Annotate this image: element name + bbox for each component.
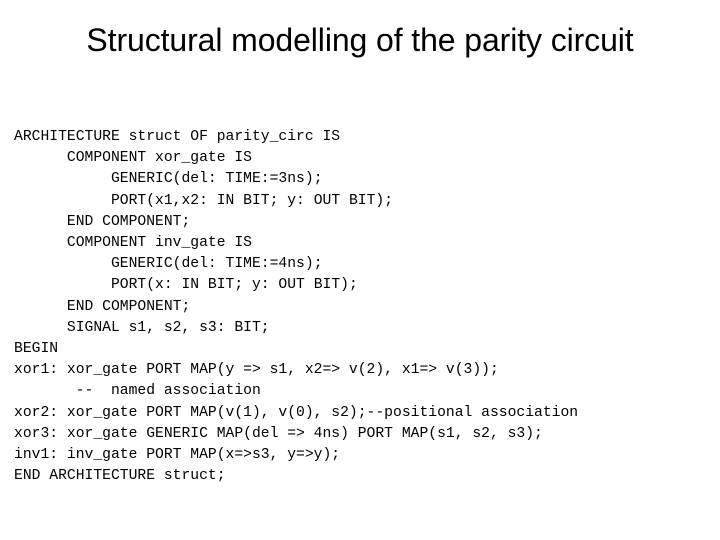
code-line: xor1: xor_gate PORT MAP(y => s1, x2=> v(… (14, 362, 499, 379)
code-line: xor2: xor_gate PORT MAP(v(1), v(0), s2);… (14, 404, 579, 421)
vhdl-code-block: ARCHITECTURE struct OF parity_circ IS CO… (14, 127, 714, 487)
code-line: END COMPONENT; (14, 298, 191, 315)
code-line: END COMPONENT; (14, 213, 191, 230)
code-line: inv1: inv_gate PORT MAP(x=>s3, y=>y); (14, 447, 341, 464)
code-line: GENERIC(del: TIME:=3ns); (14, 171, 323, 188)
code-line: SIGNAL s1, s2, s3: BIT; (14, 319, 270, 336)
code-line: xor3: xor_gate GENERIC MAP(del => 4ns) P… (14, 425, 543, 442)
code-line: -- named association (14, 383, 261, 400)
code-line: END ARCHITECTURE struct; (14, 468, 226, 485)
code-line: COMPONENT xor_gate IS (14, 150, 252, 167)
code-line: COMPONENT inv_gate IS (14, 235, 252, 252)
code-line: GENERIC(del: TIME:=4ns); (14, 256, 323, 273)
code-line: ARCHITECTURE struct OF parity_circ IS (14, 129, 341, 145)
code-line: PORT(x: IN BIT; y: OUT BIT); (14, 277, 358, 294)
page-title: Structural modelling of the parity circu… (86, 22, 634, 58)
code-line: BEGIN (14, 341, 59, 358)
code-line: PORT(x1,x2: IN BIT; y: OUT BIT); (14, 192, 394, 209)
